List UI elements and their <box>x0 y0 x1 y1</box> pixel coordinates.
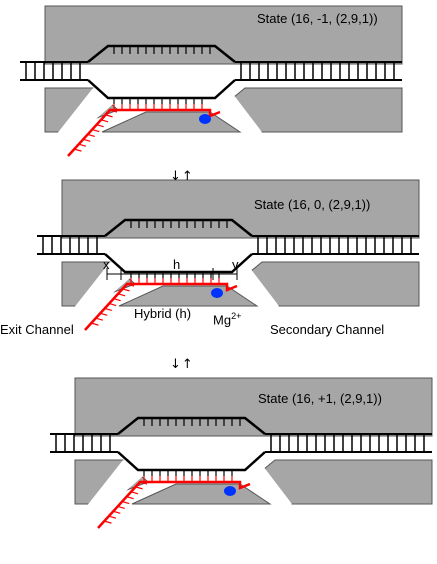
mg-ion <box>224 486 236 496</box>
rna-tick <box>109 109 118 113</box>
rna-tick <box>74 148 82 152</box>
mg-ion <box>211 288 223 298</box>
secondary-channel-label: Secondary Channel <box>270 322 385 337</box>
rna-tick <box>104 307 112 312</box>
rna-tick <box>126 283 135 287</box>
exit-channel-label: Exit Channel <box>0 322 74 337</box>
rna-tick <box>122 288 130 292</box>
state-label-3: State (16, +1, (2,9,1)) <box>258 391 382 406</box>
rna-tick <box>83 138 91 142</box>
mg-ion-label: Mg2+ <box>213 311 242 328</box>
transition-arrows-2: ↓↑ <box>170 357 194 372</box>
mg-base: Mg <box>213 312 232 328</box>
rna-tick <box>122 500 130 505</box>
rna-tick <box>139 481 148 485</box>
state-label-1: State (16, -1, (2,9,1)) <box>257 11 378 26</box>
rna-tick <box>130 491 139 495</box>
rna-tick <box>105 114 113 118</box>
rna-tick <box>108 515 117 519</box>
dimension-x-label: x <box>103 257 110 272</box>
rna-tick <box>109 302 117 307</box>
rna-tick <box>104 520 112 524</box>
rna-tick <box>91 322 99 326</box>
rna-tick <box>100 312 108 316</box>
rna-tick <box>113 298 121 302</box>
rna-tick <box>117 293 126 297</box>
hybrid-label: Hybrid (h) <box>134 306 192 321</box>
transition-arrows-1: ↓↑ <box>170 169 194 184</box>
rna-tick <box>92 128 100 133</box>
rna-tick <box>96 124 104 128</box>
rna-tick <box>113 510 121 514</box>
state-label-2: State (16, 0, (2,9,1)) <box>254 197 371 212</box>
rna-tick <box>126 496 134 500</box>
dimension-markers <box>106 268 238 280</box>
panel-1 <box>18 4 404 158</box>
rna-tick <box>78 143 87 147</box>
panel-3-details <box>55 418 425 524</box>
panel-1-details <box>25 46 395 152</box>
mg-charge: 2+ <box>231 311 242 321</box>
dimension-h-label: h <box>173 257 181 272</box>
rna-tick <box>100 119 109 123</box>
mg-ion <box>199 114 211 124</box>
rna-tick <box>117 505 125 510</box>
dimension-y-label: y <box>232 257 239 272</box>
rna-tick <box>87 133 95 138</box>
rna-tick <box>95 317 104 321</box>
rna-tick <box>135 486 143 490</box>
panel-2-details <box>42 220 412 326</box>
